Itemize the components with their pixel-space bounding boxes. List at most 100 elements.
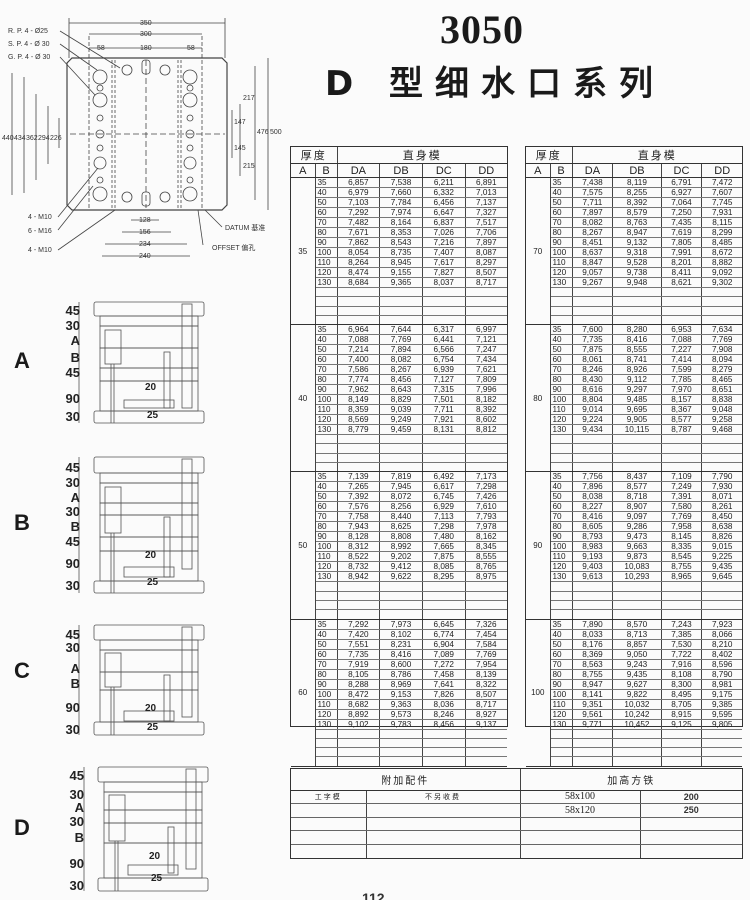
price-cell: 7,435: [661, 217, 703, 228]
thickness-b: 100: [315, 394, 338, 406]
table-row: 工字模 不另收费 58x100 200: [291, 790, 742, 804]
price-cell: 8,359: [337, 404, 381, 416]
col-dc: DC: [661, 163, 703, 178]
price-cell: 9,224: [572, 414, 614, 426]
price-cell: 7,227: [661, 344, 703, 356]
thickness-b: 70: [550, 217, 573, 228]
price-cell: 7,970: [661, 384, 703, 396]
price-cell: 9,873: [612, 551, 662, 563]
price-cell: 9,473: [612, 531, 662, 543]
detail-dim: 25: [147, 410, 159, 421]
price-cell: [572, 738, 614, 749]
price-cell: 6,456: [422, 197, 466, 208]
price-cell: 8,038: [572, 491, 614, 503]
price-cell: [465, 434, 507, 445]
price-cell: 8,440: [379, 511, 423, 523]
price-cell: 8,402: [701, 649, 742, 660]
svg-text:362: 362: [26, 135, 38, 142]
price-cell: 8,131: [422, 424, 466, 436]
thickness-b: 60: [315, 207, 338, 218]
price-cell: 8,577: [612, 481, 662, 493]
blank-row: [291, 591, 507, 601]
price-cell: [572, 296, 614, 307]
price-cell: 8,945: [379, 257, 423, 268]
price-cell: 8,072: [379, 491, 423, 503]
svg-text:58: 58: [97, 45, 105, 52]
thickness-a: 35: [291, 177, 316, 326]
price-cell: 9,097: [612, 511, 662, 523]
price-cell: 9,112: [612, 374, 662, 386]
price-cell: 7,665: [422, 541, 466, 553]
price-cell: 8,465: [701, 374, 742, 386]
price-cell: [661, 443, 703, 454]
price-cell: [465, 609, 507, 620]
price-cell: [379, 756, 423, 767]
blank-row: [526, 756, 742, 767]
price-cell: 7,875: [422, 551, 466, 563]
price-cell: [422, 581, 466, 592]
price-cell: [612, 287, 662, 298]
price-cell: 8,345: [465, 541, 507, 553]
price-cell: 8,735: [379, 247, 423, 258]
price-cell: 9,048: [701, 404, 742, 416]
price-cell: 7,298: [465, 481, 507, 493]
price-cell: 8,786: [379, 669, 423, 680]
thickness-b: 90: [315, 531, 338, 543]
price-cell: 7,438: [572, 177, 614, 188]
price-cell: 7,327: [465, 207, 507, 218]
price-cell: 8,128: [337, 531, 381, 543]
price-cell: 7,249: [661, 481, 703, 493]
price-cell: 8,942: [337, 571, 381, 583]
price-cell: 9,155: [379, 267, 423, 278]
blank-row: [291, 738, 507, 749]
price-cell: 6,745: [422, 491, 466, 503]
blank-row: [291, 434, 507, 445]
price-cell: 8,164: [379, 217, 423, 228]
price-cell: 7,576: [337, 501, 381, 513]
price-cell: [701, 600, 742, 611]
price-cell: [379, 581, 423, 592]
thickness-b: 110: [550, 699, 573, 710]
price-cell: 6,929: [422, 501, 466, 513]
price-cell: [661, 315, 703, 326]
svg-text:145: 145: [234, 145, 246, 152]
svg-text:G. P. 4 - Ø 30: G. P. 4 - Ø 30: [8, 54, 50, 61]
svg-text:234: 234: [139, 241, 151, 248]
thickness-b: 100: [315, 689, 338, 700]
thickness-b: 60: [550, 207, 573, 218]
price-cell: [379, 315, 423, 326]
price-cell: 9,243: [612, 659, 662, 670]
price-cell: [422, 296, 466, 307]
thickness-b: 50: [315, 639, 338, 650]
price-cell: 8,162: [465, 531, 507, 543]
price-cell: 8,672: [701, 247, 742, 258]
price-cell: 7,897: [572, 207, 614, 218]
type-label: C: [14, 658, 30, 683]
price-cell: 8,570: [612, 619, 662, 630]
price-cell: 8,915: [661, 709, 703, 720]
price-cell: [337, 434, 381, 445]
price-cell: 8,684: [337, 277, 381, 288]
price-cell: 7,711: [572, 197, 614, 208]
price-cell: 9,468: [701, 424, 742, 436]
price-cell: 8,522: [337, 551, 381, 563]
price-cell: [661, 747, 703, 758]
thickness-b: 80: [550, 374, 573, 386]
price-cell: 9,459: [379, 424, 423, 436]
svg-text:R. P. 4 - Ø25: R. P. 4 - Ø25: [8, 28, 48, 35]
thickness-b: 110: [550, 551, 573, 563]
price-cell: 7,805: [661, 237, 703, 248]
price-cell: 7,919: [337, 659, 381, 670]
price-cell: 10,032: [612, 699, 662, 710]
price-cell: 8,115: [701, 217, 742, 228]
